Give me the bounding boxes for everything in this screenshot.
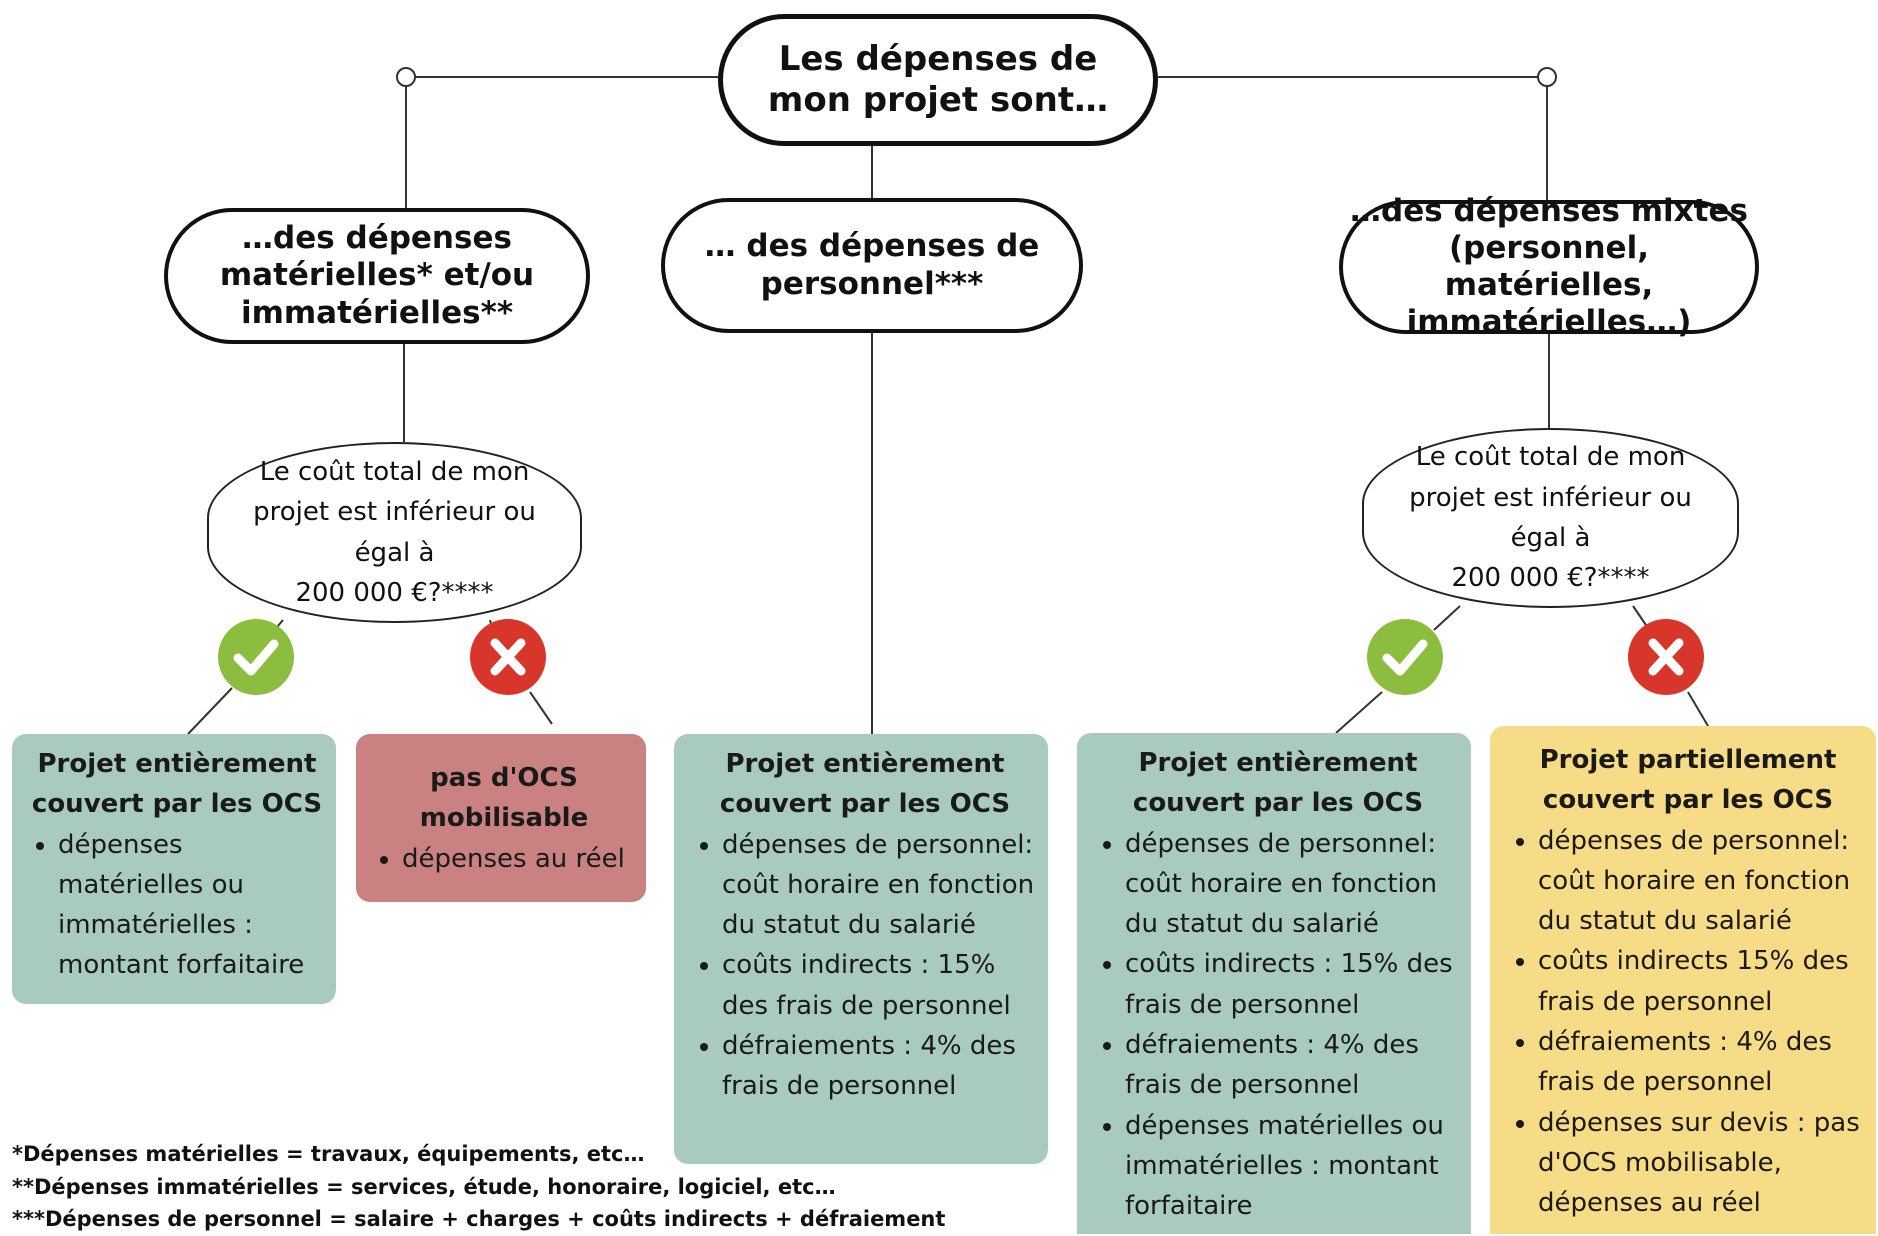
outcome-list: dépenses de personnel: coût horaire en f… [1093, 824, 1463, 1227]
root-label-line-2: mon projet sont… [767, 80, 1109, 120]
list-item: dépenses matérielles ou immatérielles : … [58, 825, 328, 986]
question-line-1: Le coût total de mon [1415, 442, 1686, 473]
list-item: coûts indirects : 15% des frais de perso… [722, 945, 1040, 1026]
outcome-title: pas d'OCS mobilisable [419, 763, 589, 834]
outcome-material-not-covered: pas d'OCS mobilisable dépenses au réel [356, 734, 646, 902]
list-item: coûts indirects 15% des frais de personn… [1538, 941, 1870, 1022]
branch-personnel-line-2: personnel*** [760, 265, 984, 302]
outcome-title: Projet entièrement couvert par les OCS [719, 749, 1011, 820]
root-node: Les dépenses de mon projet sont… [718, 14, 1158, 146]
cross-icon [1628, 619, 1704, 695]
question-node-material: Le coût total de mon projet est inférieu… [207, 442, 582, 623]
question-line-1: Le coût total de mon [259, 456, 530, 487]
outcome-title: Projet entièrement couvert par les OCS [31, 749, 323, 820]
footnote-immaterial: **Dépenses immatérielles = services, étu… [12, 1174, 836, 1199]
outcome-title: Projet entièrement couvert par les OCS [1132, 748, 1424, 819]
list-item: dépenses sur devis : pas d'OCS mobilisab… [1538, 1103, 1870, 1224]
branch-personnel: … des dépenses de personnel*** [661, 198, 1083, 333]
check-icon [218, 619, 294, 695]
root-label-line-1: Les dépenses de [778, 39, 1098, 80]
question-line-3: égal à [354, 537, 435, 568]
list-item: dépenses de personnel: coût horaire en f… [1125, 824, 1463, 945]
branch-mixed-line-3: immatérielles…) [1406, 304, 1692, 341]
list-item: dépenses de personnel: coût horaire en f… [1538, 821, 1870, 942]
list-item: coûts indirects : 15% des frais de perso… [1125, 944, 1463, 1025]
question-node-mixed: Le coût total de mon projet est inférieu… [1362, 428, 1739, 608]
list-item: défraiements : 4% des frais de personnel [722, 1026, 1040, 1107]
question-line-2: projet est inférieur ou [253, 497, 536, 528]
outcome-list: dépenses de personnel: coût horaire en f… [690, 825, 1040, 1107]
list-item: dépenses de personnel: coût horaire en f… [722, 825, 1040, 946]
outcome-mixed-covered: Projet entièrement couvert par les OCS d… [1077, 733, 1471, 1234]
question-line-3: égal à [1510, 523, 1591, 553]
footnotes: *Dépenses matérielles = travaux, équipem… [12, 1138, 945, 1236]
branch-material: …des dépenses matérielles* et/ou immatér… [164, 208, 590, 344]
list-item: dépenses matérielles ou immatérielles : … [1125, 1106, 1463, 1227]
outcome-list: dépenses au réel [370, 839, 638, 879]
list-item: dépenses au réel [402, 839, 638, 879]
branch-mixed: …des dépenses mixtes (personnel, matérie… [1339, 193, 1759, 340]
outcome-title: Projet partiellement couvert par les OCS [1539, 745, 1837, 816]
question-line-4: 200 000 €?**** [1451, 563, 1650, 594]
list-item: défraiements : 4% des frais de personnel [1538, 1022, 1870, 1103]
branch-mixed-line-1: …des dépenses mixtes [1350, 192, 1748, 229]
question-line-2: projet est inférieur ou [1409, 482, 1692, 513]
branch-material-line-2: matérielles* et/ou [219, 257, 535, 294]
outcome-list: dépenses de personnel: coût horaire en f… [1506, 821, 1870, 1224]
outcome-personnel-covered: Projet entièrement couvert par les OCS d… [674, 734, 1048, 1164]
check-icon [1367, 619, 1443, 695]
outcome-list: dépenses matérielles ou immatérielles : … [26, 825, 328, 986]
outcome-material-covered: Projet entièrement couvert par les OCS d… [12, 734, 336, 1004]
question-line-4: 200 000 €?**** [295, 577, 494, 608]
cross-icon [470, 619, 546, 695]
branch-material-line-1: …des dépenses [242, 220, 512, 257]
branch-material-line-3: immatérielles** [240, 294, 514, 331]
footnote-personnel: ***Dépenses de personnel = salaire + cha… [12, 1207, 946, 1232]
branch-mixed-line-2: (personnel, matérielles, [1444, 229, 1654, 303]
branch-personnel-line-1: … des dépenses de [704, 228, 1040, 265]
outcome-mixed-partial: Projet partiellement couvert par les OCS… [1490, 726, 1876, 1234]
footnote-material: *Dépenses matérielles = travaux, équipem… [12, 1142, 645, 1166]
list-item: défraiements : 4% des frais de personnel [1125, 1025, 1463, 1106]
